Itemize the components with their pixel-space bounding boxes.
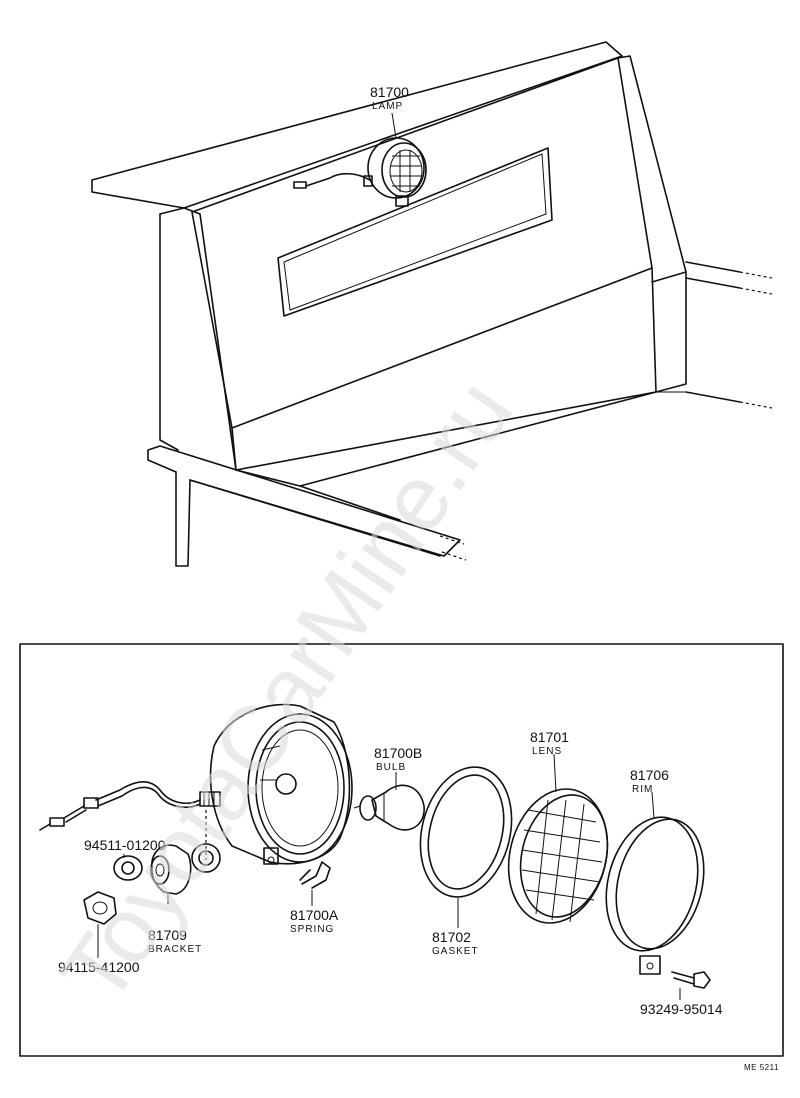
lamp-leader-line	[391, 112, 397, 139]
nut-part-number: 94115-41200	[58, 959, 140, 975]
gasket-part-name: GASKET	[432, 946, 479, 957]
lens-part-name: LENS	[532, 746, 562, 757]
spring-part-number: 81700A	[290, 907, 339, 923]
gasket-part-number: 81702	[432, 929, 471, 945]
bulb-part-name: BULB	[376, 762, 406, 773]
screw	[671, 971, 711, 989]
lens	[507, 788, 609, 924]
screw-part-number: 93249-95014	[640, 1001, 723, 1017]
lamp-part-name: LAMP	[372, 101, 403, 112]
lamp-assembly-small	[293, 137, 427, 207]
washer-part-number: 94511-01200	[84, 837, 166, 853]
rim	[605, 816, 705, 975]
lens-part-number: 81701	[530, 729, 569, 745]
bracket	[150, 844, 192, 895]
grommet	[191, 843, 221, 873]
leader-lines	[97, 753, 681, 1000]
bracket-part-number: 81709	[148, 927, 187, 943]
nut	[83, 891, 117, 925]
spring-part-name: SPRING	[290, 924, 334, 935]
lamp-housing	[209, 703, 353, 865]
gasket	[419, 766, 513, 898]
lamp-part-number: 81700	[370, 84, 409, 100]
rim-part-number: 81706	[630, 767, 669, 783]
spring-clip	[299, 861, 331, 889]
exploded-view-frame	[19, 643, 784, 1057]
bulb-part-number: 81700B	[374, 745, 422, 761]
diagram-code: ME 5211	[744, 1063, 779, 1072]
lamp-cord	[39, 780, 221, 831]
bracket-part-name: BRACKET	[148, 944, 202, 955]
rim-part-name: RIM	[632, 784, 653, 795]
bulb	[353, 784, 425, 831]
truck-bed-illustration	[91, 41, 773, 567]
washer	[113, 855, 143, 881]
